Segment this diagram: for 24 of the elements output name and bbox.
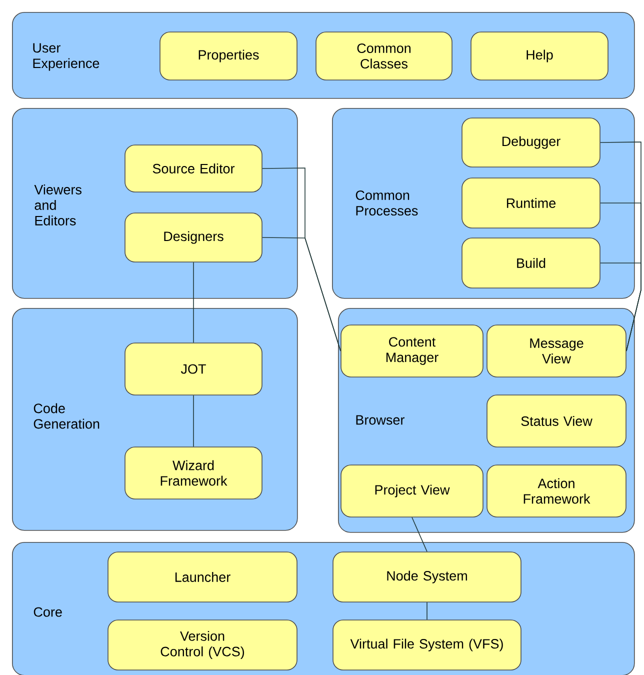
connector-line (600, 262, 642, 352)
component-box: Runtime (462, 178, 600, 228)
component-box: Launcher (108, 552, 298, 602)
component-box: Virtual File System (VFS) (332, 620, 522, 670)
component-box: Message View (486, 324, 626, 378)
component-box: Help (470, 32, 608, 80)
component-box: Content Manager (340, 324, 484, 378)
component-box: JOT (124, 342, 262, 396)
component-box: Wizard Framework (124, 446, 262, 500)
connector-line (193, 395, 194, 447)
component-box: Action Framework (486, 464, 626, 518)
component-box: Properties (160, 32, 298, 80)
connector-line (262, 237, 341, 352)
connector-line (426, 602, 428, 620)
connector-line (193, 262, 194, 343)
component-box: Debugger (462, 118, 600, 168)
component-box: Common Classes (316, 32, 452, 80)
component-box: Build (462, 238, 600, 288)
component-box: Project View (340, 464, 484, 518)
component-box: Version Control (VCS) (108, 620, 298, 670)
component-box: Node System (332, 552, 522, 602)
component-box: Designers (124, 212, 262, 262)
component-box: Status View (486, 394, 626, 448)
component-box: Source Editor (124, 144, 262, 192)
